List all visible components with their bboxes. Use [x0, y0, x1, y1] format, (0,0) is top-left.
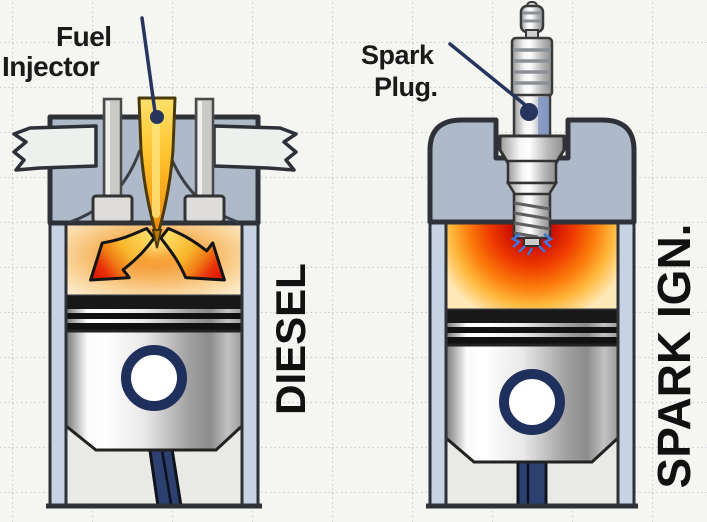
- injector-callout-dot: [150, 110, 164, 124]
- spark-cylinder-wall-right: [616, 220, 636, 508]
- piston-crown: [66, 296, 242, 309]
- wrist-pin: [499, 369, 565, 435]
- spark-plug-label-line1: Spark: [361, 40, 434, 70]
- wrist-pin: [121, 345, 187, 411]
- valve-left: [91, 97, 134, 224]
- plug-insulator-ribbed: [510, 36, 554, 98]
- fuel-injector-pointer-line: [140, 16, 157, 114]
- spark-icon: [510, 232, 554, 256]
- diesel-piston: [64, 296, 244, 452]
- valve-right: [183, 97, 226, 224]
- fuel-injector-label-line1: Fuel: [56, 21, 112, 52]
- spark-cylinder-wall-left: [428, 220, 448, 508]
- diesel-cylinder-wall-right: [240, 220, 260, 508]
- port-flange-left: [12, 124, 98, 172]
- piston-ring: [66, 323, 242, 330]
- piston-ring: [446, 337, 618, 344]
- piston-crown: [446, 310, 618, 323]
- diesel-engine-cutaway: [12, 96, 298, 509]
- diesel-cylinder-wall-left: [48, 220, 68, 508]
- plug-electrode-tip: [523, 237, 541, 247]
- diesel-side-label: DIESEL: [267, 263, 314, 415]
- spark-piston: [444, 310, 620, 464]
- spark-ignition-side-label: SPARK IGN.: [648, 223, 700, 489]
- spark-plug: [498, 1, 566, 256]
- flame-arrow-left-icon: [89, 227, 156, 282]
- spark-plug-pointer-line: [448, 42, 526, 106]
- plug-callout-dot: [520, 103, 538, 121]
- port-flange-right: [212, 124, 298, 172]
- spark-plug-label-line2: Plug.: [374, 72, 438, 102]
- flame-arrow-right-icon: [159, 227, 226, 282]
- fuel-injector: [137, 96, 177, 249]
- fuel-injector-label-line2: Injector: [2, 51, 100, 82]
- piston-ring: [66, 313, 242, 319]
- plug-terminal: [519, 4, 545, 34]
- plug-hex-nut: [498, 134, 566, 165]
- plug-shell: [506, 159, 558, 185]
- spark-ignition-engine-cutaway: [426, 1, 638, 509]
- piston-ring: [446, 327, 618, 333]
